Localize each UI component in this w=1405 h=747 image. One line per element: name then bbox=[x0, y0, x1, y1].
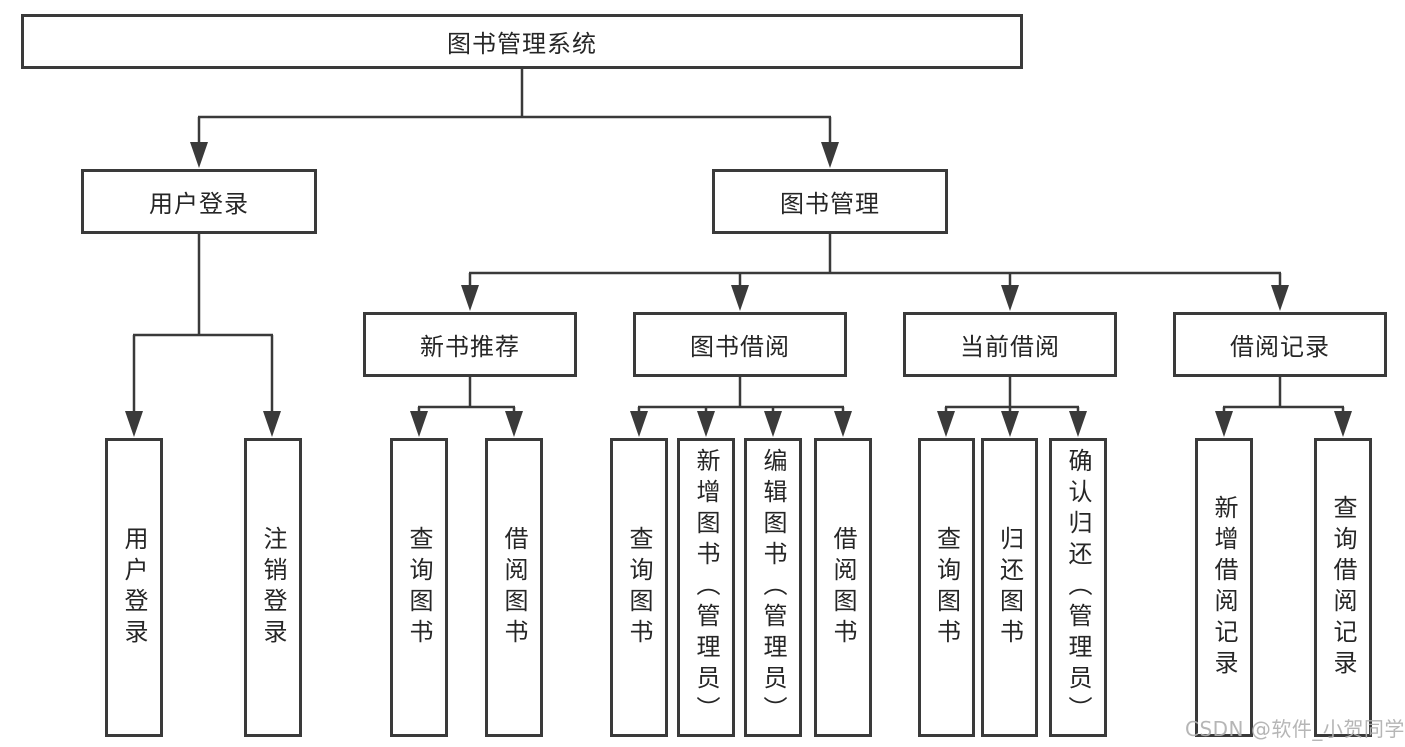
node-borrow-records: 借阅记录 bbox=[1173, 312, 1387, 377]
node-current-borrow-label: 当前借阅 bbox=[960, 333, 1060, 361]
leaf-user-login: 用户登录 bbox=[105, 438, 163, 737]
leaf-borrow-books-label: 借阅图书 bbox=[829, 525, 857, 650]
leaf-borrow-query-books: 查询图书 bbox=[610, 438, 668, 737]
leaf-add-books-admin-label: 新增图书（管理员） bbox=[692, 448, 720, 727]
leaf-confirm-return-admin-label: 确认归还（管理员） bbox=[1064, 448, 1092, 727]
leaf-user-login-label: 用户登录 bbox=[120, 525, 148, 650]
leaf-recommend-borrow-books: 借阅图书 bbox=[485, 438, 543, 737]
arrowhead-group bbox=[125, 142, 1352, 437]
leaf-borrow-query-books-label: 查询图书 bbox=[625, 525, 653, 650]
leaf-return-books-label: 归还图书 bbox=[995, 525, 1024, 650]
leaf-logout: 注销登录 bbox=[244, 438, 302, 737]
leaf-current-query-books-label: 查询图书 bbox=[932, 525, 961, 650]
leaf-query-borrow-record: 查询借阅记录 bbox=[1314, 438, 1372, 737]
node-book-management-label: 图书管理 bbox=[780, 190, 880, 218]
leaf-current-query-books: 查询图书 bbox=[918, 438, 975, 737]
node-current-borrow: 当前借阅 bbox=[903, 312, 1117, 377]
leaf-recommend-borrow-books-label: 借阅图书 bbox=[500, 525, 528, 650]
node-book-borrow: 图书借阅 bbox=[633, 312, 847, 377]
node-new-book-recommend: 新书推荐 bbox=[363, 312, 577, 377]
leaf-query-borrow-record-label: 查询借阅记录 bbox=[1329, 494, 1357, 681]
leaf-recommend-query-books-label: 查询图书 bbox=[405, 525, 433, 650]
node-root: 图书管理系统 bbox=[21, 14, 1023, 69]
csdn-watermark: CSDN @软件_小贺同学 bbox=[1185, 717, 1405, 741]
leaf-add-borrow-record: 新增借阅记录 bbox=[1195, 438, 1253, 737]
leaf-edit-books-admin: 编辑图书（管理员） bbox=[744, 438, 802, 737]
node-borrow-records-label: 借阅记录 bbox=[1230, 333, 1330, 361]
node-new-book-recommend-label: 新书推荐 bbox=[420, 333, 520, 361]
leaf-logout-label: 注销登录 bbox=[259, 525, 287, 650]
node-user-login: 用户登录 bbox=[81, 169, 317, 234]
leaf-borrow-books: 借阅图书 bbox=[814, 438, 872, 737]
node-book-borrow-label: 图书借阅 bbox=[690, 333, 790, 361]
node-root-label: 图书管理系统 bbox=[447, 30, 597, 58]
leaf-edit-books-admin-label: 编辑图书（管理员） bbox=[759, 448, 787, 727]
node-user-login-label: 用户登录 bbox=[149, 190, 249, 218]
leaf-add-books-admin: 新增图书（管理员） bbox=[677, 438, 735, 737]
leaf-add-borrow-record-label: 新增借阅记录 bbox=[1210, 494, 1238, 681]
node-book-management: 图书管理 bbox=[712, 169, 948, 234]
leaf-return-books: 归还图书 bbox=[981, 438, 1038, 737]
leaf-recommend-query-books: 查询图书 bbox=[390, 438, 448, 737]
leaf-confirm-return-admin: 确认归还（管理员） bbox=[1049, 438, 1107, 737]
